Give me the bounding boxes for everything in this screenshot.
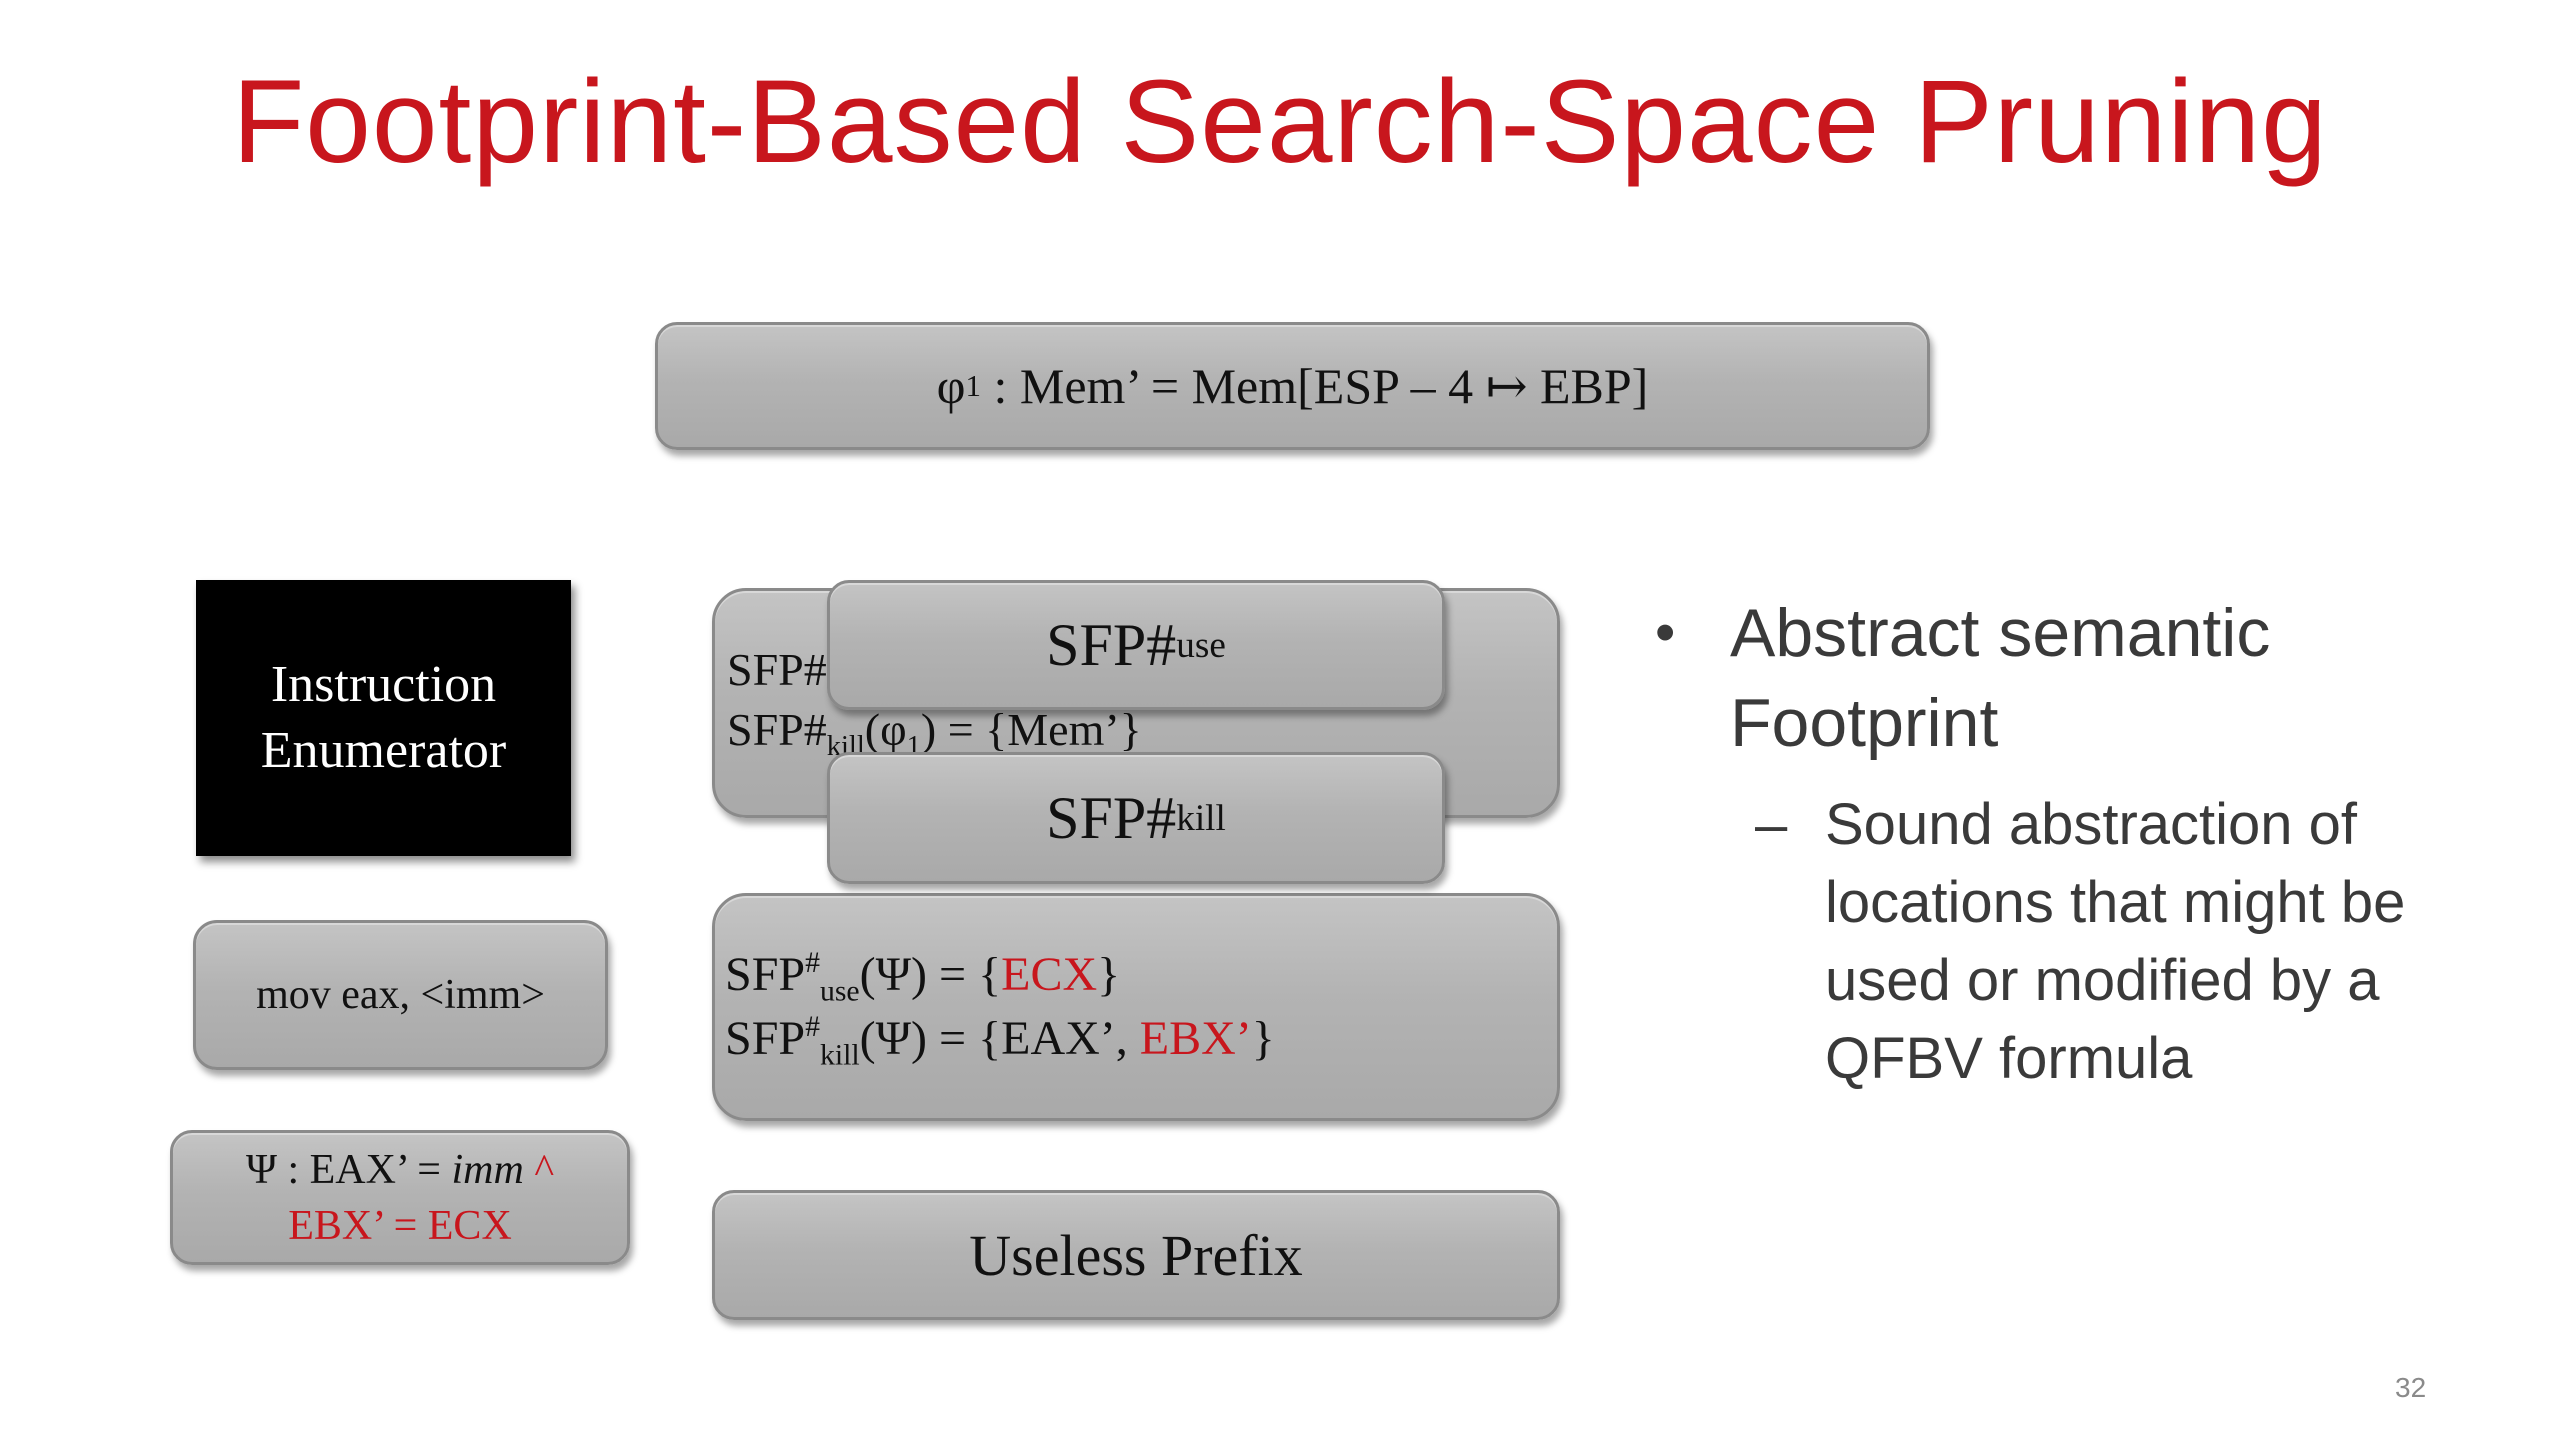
psi-footprint-box: SFP#use(Ψ) = {ECX} SFP#kill(Ψ) = {EAX’, … <box>712 893 1560 1121</box>
slide-title: Footprint-Based Search-Space Pruning <box>232 56 2328 188</box>
phi1-kill-result: ) = {Mem’} <box>920 704 1142 755</box>
sfp-kill-subscript: kill <box>1176 797 1226 839</box>
psi-use-ecx: ECX <box>1001 947 1098 1001</box>
psi-prefix: Ψ : EAX’ = <box>245 1146 452 1193</box>
formula-phi-text: : Mem’ = Mem[ESP – 4 ↦ EBP] <box>981 358 1649 414</box>
phi1-kill-arg: (φ <box>864 704 907 755</box>
psi-kill-row: SFP#kill(Ψ) = {EAX’, EBX’} <box>725 1010 1275 1072</box>
bullet-list: • Abstract semantic Footprint – Sound ab… <box>1655 588 2535 1098</box>
enumerator-line1: Instruction <box>270 656 497 713</box>
sfp-kill-label: SFP# <box>1046 784 1177 851</box>
sfp-use-subscript: use <box>1176 624 1226 666</box>
psi-use-hash: # <box>805 946 820 979</box>
psi-use-subscript: use <box>819 974 860 1008</box>
psi-kill-hash: # <box>805 1010 820 1043</box>
psi-use-row: SFP#use(Ψ) = {ECX} <box>725 946 1120 1008</box>
psi-kill-sfp: SFP <box>725 1011 806 1065</box>
sfp-kill-box: SFP#kill <box>827 752 1445 884</box>
psi-imm: imm <box>451 1146 524 1193</box>
instruction-enumerator-box: Instruction Enumerator <box>196 580 571 856</box>
psi-use-close: } <box>1097 947 1121 1001</box>
enumerator-line2: Enumerator <box>260 722 507 779</box>
bullet-item-sub: – Sound abstraction of locations that mi… <box>1755 786 2535 1098</box>
useless-prefix-text: Useless Prefix <box>969 1222 1303 1288</box>
useless-prefix-box: Useless Prefix <box>712 1190 1560 1320</box>
psi-kill-subscript: kill <box>819 1038 860 1072</box>
bullet-sub-text: Sound abstraction of locations that migh… <box>1825 792 2406 1091</box>
page-number: 32 <box>2395 1372 2427 1403</box>
instruction-box: mov eax, <imm> <box>193 920 608 1070</box>
phi1-footprint-line1-text: SFP# <box>727 644 827 695</box>
psi-kill-ebx: EBX’ <box>1139 1011 1252 1065</box>
psi-line1: Ψ : EAX’ = imm ^ <box>246 1142 554 1198</box>
psi-kill-close: } <box>1251 1011 1275 1065</box>
bullet-item-main: • Abstract semantic Footprint <box>1655 588 2535 768</box>
psi-kill-arg: (Ψ) = {EAX’, <box>859 1011 1140 1065</box>
psi-line2: EBX’ = ECX <box>288 1202 512 1249</box>
phi1-footprint-line1: SFP# <box>727 643 827 696</box>
psi-use-sfp: SFP <box>725 947 806 1001</box>
psi-caret: ^ <box>523 1146 555 1193</box>
sfp-use-box: SFP#use <box>827 580 1445 710</box>
bullet-dot-icon: • <box>1655 600 1676 665</box>
instruction-text: mov eax, <imm> <box>256 972 545 1018</box>
psi-formula-box: Ψ : EAX’ = imm ^ EBX’ = ECX <box>170 1130 630 1265</box>
formula-phi-subscript: 1 <box>965 368 982 403</box>
phi1-kill-label: SFP# <box>727 704 827 755</box>
bullet-main-text: Abstract semantic Footprint <box>1730 595 2271 761</box>
sfp-use-label: SFP# <box>1046 611 1177 678</box>
bullet-dash-icon: – <box>1755 792 1788 857</box>
psi-use-arg: (Ψ) = { <box>859 947 1002 1001</box>
formula-phi-symbol: φ <box>936 358 966 414</box>
